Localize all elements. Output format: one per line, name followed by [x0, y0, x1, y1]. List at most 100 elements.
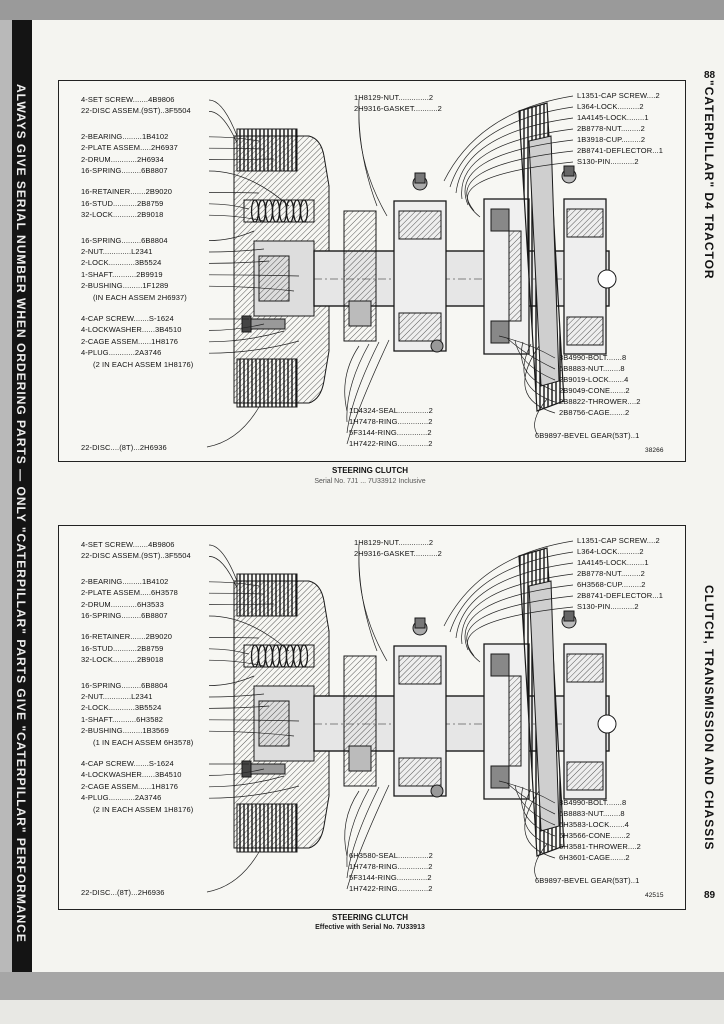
bottom-part-label-16: 4-LOCKWASHER......3B4510 — [81, 770, 182, 780]
top-part-label-5: 16-SPRING.........6B8807 — [81, 166, 168, 175]
subcaption-bottom: Effective with Serial No. 7U33913 — [315, 924, 425, 931]
bottom-bevel-gear-label: 6B9897-BEVEL GEAR(53T)..1 — [535, 876, 640, 885]
bottom-right-bottom-label-1: 6B8883-NUT........8 — [559, 809, 625, 818]
subcaption-top: Serial No. 7J1 ... 7U33912 Inclusive — [314, 478, 426, 485]
top-part-label-1: 22-DISC ASSEM.(9ST)..3F5504 — [81, 106, 191, 116]
bottom-right-top-label-5: 2B8741-DEFLECTOR...1 — [577, 591, 664, 600]
top-part-label-11: 2-LOCK............3B5524 — [81, 258, 162, 268]
page-number-bottom: 89 — [704, 890, 716, 901]
bottom-part-label-4: 2-DRUM............6H3533 — [81, 599, 164, 609]
top-bottom-mid-label-1: 1H7478-RING..............2 — [349, 417, 433, 426]
top-right-bottom-label-3: 2B9049-CONE.......2 — [559, 386, 630, 395]
top-figure-number: 38266 — [645, 447, 664, 454]
bottom-right-top-label-0: L1351-CAP SCREW....2 — [577, 536, 660, 545]
top-top-mid-label-0: 1H8129-NUT..............2 — [354, 93, 434, 102]
top-right-top-label-4: 1B3918-CUP.........2 — [577, 135, 646, 144]
bottom-right-bottom-label-4: 6H3581-THROWER....2 — [559, 842, 641, 851]
top-right-top-label-5: 2B8741-DEFLECTOR...1 — [577, 146, 664, 155]
bottom-top-mid-label-0: 1H8129-NUT..............2 — [354, 538, 434, 547]
bottom-right-bottom-label-3: 6H3566-CONE.......2 — [559, 831, 631, 840]
bottom-right-top-label-6: S130-PIN...........2 — [577, 602, 639, 611]
bottom-right-top-label-2: 1A4145-LOCK........1 — [577, 558, 649, 567]
top-top-mid-label-1: 2H9316-GASKET...........2 — [354, 104, 442, 113]
bottom-part-label-12: 1-SHAFT...........6H3582 — [81, 714, 164, 724]
bottom-right-top-label-3: 2B8778-NUT.........2 — [577, 569, 645, 578]
bottom-part-label-5: 16-SPRING.........6B8807 — [81, 611, 168, 620]
top-part-label-8: 32-LOCK...........2B9018 — [81, 210, 164, 220]
ordering-notice: ALWAYS GIVE SERIAL NUMBER WHEN ORDERING … — [14, 84, 28, 943]
top-drawing — [206, 95, 617, 448]
top-part-label-17: 2-CAGE ASSEM......1H8176 — [81, 336, 179, 346]
bottom-part-label-11: 2-LOCK............3B5524 — [81, 703, 162, 713]
top-bottom-mid-label-3: 1H7422-RING..............2 — [349, 439, 433, 448]
bottom-part-label-7: 16-STUD...........2B8759 — [81, 643, 164, 653]
top-part-label-15: 4-CAP SCREW.......S-1624 — [81, 314, 174, 323]
top-part-label-4: 2-DRUM............2H6934 — [81, 154, 164, 164]
top-part-label-12: 1-SHAFT...........2B9919 — [81, 269, 163, 279]
bottom-part-label-8: 32-LOCK...........2B9018 — [81, 655, 164, 665]
top-part-label-3: 2-PLATE ASSEM.....2H6937 — [81, 143, 178, 153]
bottom-leader-lines — [206, 540, 574, 893]
bottom-drawing — [206, 540, 617, 893]
top-right-top-label-0: L1351-CAP SCREW....2 — [577, 91, 660, 100]
top-part-label-7: 16-STUD...........2B8759 — [81, 198, 164, 208]
top-leader-lines — [206, 95, 574, 448]
top-part-label-bottom-disc: 22-DISC....(8T)...2H6936 — [81, 443, 167, 452]
top-part-label-13: 2-BUSHING.........1F1289 — [81, 281, 169, 291]
bottom-bottom-mid-label-3: 1H7422-RING..............2 — [349, 884, 433, 893]
top-part-label-14: (IN EACH ASSEM 2H6937) — [93, 292, 187, 302]
section-heading: CLUTCH, TRANSMISSION AND CHASSIS — [702, 585, 716, 851]
top-right-bottom-label-4: 2B8822-THROWER....2 — [559, 397, 641, 406]
top-right-top-label-1: L364-LOCK..........2 — [577, 102, 644, 111]
bottom-bottom-mid-label-2: 5F3144-RING..............2 — [349, 873, 432, 882]
top-clutch-assembly — [233, 102, 617, 412]
top-part-label-0: 4-SET SCREW.......4B9806 — [81, 95, 175, 104]
top-right-bottom-label-5: 2B8756-CAGE.......2 — [559, 408, 630, 417]
page-number-top: 88 — [704, 70, 716, 81]
caption-top: STEERING CLUTCH — [332, 466, 408, 475]
next-page-edge — [0, 1000, 724, 1024]
top-right-bottom-label-1: 6B8883-NUT........8 — [559, 364, 625, 373]
tractor-model-heading: "CATERPILLAR" D4 TRACTOR — [702, 80, 716, 280]
bottom-bottom-mid-label-0: 6H3580-SEAL..............2 — [349, 851, 433, 860]
bottom-right-bottom-label-2: 6H3583-LOCK.......4 — [559, 820, 629, 829]
bottom-right-bottom-label-5: 6H3601-CAGE.......2 — [559, 853, 630, 862]
caption-bottom: STEERING CLUTCH — [332, 913, 408, 922]
bottom-right-top-label-4: 6H3568-CUP.........2 — [577, 580, 646, 589]
steering-clutch-diagram-late: 4-SET SCREW.......4B9806 22-DISC ASSEM.(9… — [58, 525, 686, 910]
bottom-figure-number: 42515 — [645, 892, 664, 899]
bottom-part-label-1: 22-DISC ASSEM.(9ST)..3F5504 — [81, 551, 191, 561]
bottom-part-label-0: 4-SET SCREW.......4B9806 — [81, 540, 175, 549]
bottom-part-label-2: 2-BEARING.........1B4102 — [81, 576, 169, 586]
steering-clutch-diagram-early: 4-SET SCREW.......4B9806 22-DISC ASSEM.(9… — [58, 80, 686, 462]
top-bevel-gear-label: 6B9897-BEVEL GEAR(53T)..1 — [535, 431, 640, 440]
top-right-bottom-label-0: 3B4990-BOLT.......8 — [559, 353, 627, 362]
bottom-part-label-17: 2-CAGE ASSEM......1H8176 — [81, 781, 179, 791]
top-part-label-6: 16-RETAINER.......2B9020 — [81, 187, 173, 197]
top-part-label-2: 2-BEARING.........1B4102 — [81, 131, 169, 141]
top-right-bottom-label-2: 2B9019-LOCK.......4 — [559, 375, 629, 384]
bottom-bottom-mid-label-1: 1H7478-RING..............2 — [349, 862, 433, 871]
top-part-label-10: 2-NUT.............L2341 — [81, 247, 153, 256]
top-bottom-mid-label-2: 5F3144-RING..............2 — [349, 428, 432, 437]
bottom-part-label-10: 2-NUT.............L2341 — [81, 692, 153, 701]
top-bottom-mid-label-0: 1D4324-SEAL..............2 — [349, 406, 433, 415]
bottom-part-label-14: (1 IN EACH ASSEM 6H3578) — [93, 737, 194, 747]
bottom-part-label-18: 4-PLUG............2A3746 — [81, 793, 162, 803]
bottom-part-label-19: (2 IN EACH ASSEM 1H8176) — [93, 804, 194, 814]
top-right-top-label-6: S130-PIN...........2 — [577, 157, 639, 166]
bottom-right-top-label-1: L364-LOCK..........2 — [577, 547, 644, 556]
bottom-part-label-9: 16-SPRING.........6B8804 — [81, 680, 168, 690]
bottom-right-bottom-label-0: 3B4990-BOLT.......8 — [559, 798, 627, 807]
top-right-top-label-2: 1A4145-LOCK........1 — [577, 113, 649, 122]
top-part-label-19: (2 IN EACH ASSEM 1H8176) — [93, 359, 194, 369]
bottom-part-label-bottom-disc: 22-DISC...(8T)...2H6936 — [81, 888, 165, 897]
top-right-top-label-3: 2B8778-NUT.........2 — [577, 124, 645, 133]
bottom-part-label-15: 4-CAP SCREW.......S-1624 — [81, 759, 174, 768]
bottom-part-label-6: 16-RETAINER.......2B9020 — [81, 632, 173, 642]
binding-edge — [12, 20, 32, 972]
bottom-top-mid-label-1: 2H9316-GASKET...........2 — [354, 549, 442, 558]
top-part-label-16: 4-LOCKWASHER......3B4510 — [81, 325, 182, 335]
top-part-label-9: 16-SPRING.........6B8804 — [81, 235, 168, 245]
